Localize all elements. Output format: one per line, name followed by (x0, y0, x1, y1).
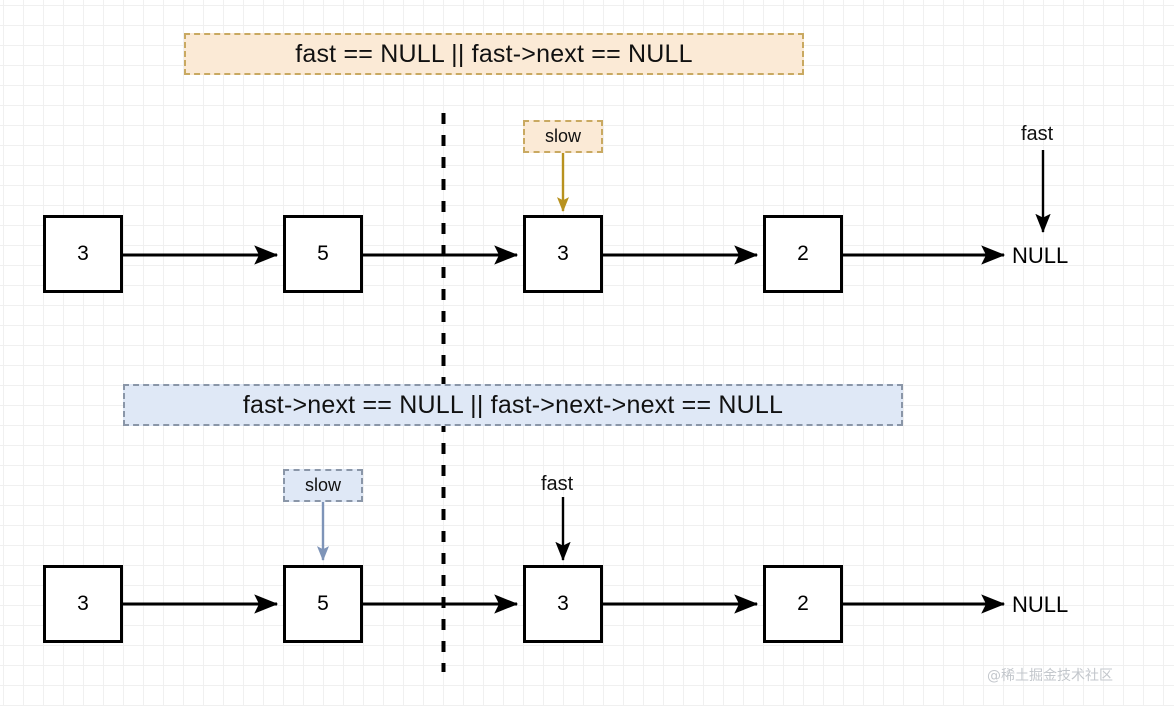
bottom-node-1-value: 3 (77, 592, 89, 615)
bottom-node-1: 3 (43, 565, 123, 643)
bottom-condition-banner: fast->next == NULL || fast->next->next =… (123, 384, 903, 426)
top-node-1-value: 3 (77, 242, 89, 265)
top-slow-pointer-tag: slow (523, 120, 603, 153)
top-node-1: 3 (43, 215, 123, 293)
bottom-slow-pointer-tag: slow (283, 469, 363, 502)
top-null-terminator: NULL (1012, 243, 1069, 268)
bottom-fast-pointer-label: fast (541, 473, 574, 495)
top-node-4-value: 2 (797, 242, 809, 265)
top-node-4: 2 (763, 215, 843, 293)
bottom-node-3-value: 3 (557, 592, 569, 615)
bottom-node-2: 5 (283, 565, 363, 643)
top-node-2-value: 5 (317, 242, 329, 265)
watermark: @稀土掘金技术社区 (987, 668, 1113, 684)
top-condition-banner: fast == NULL || fast->next == NULL (184, 33, 804, 75)
bottom-node-3: 3 (523, 565, 603, 643)
bottom-node-2-value: 5 (317, 592, 329, 615)
bottom-node-4: 2 (763, 565, 843, 643)
top-node-3-value: 3 (557, 242, 569, 265)
bottom-node-4-value: 2 (797, 592, 809, 615)
top-node-3: 3 (523, 215, 603, 293)
bottom-null-terminator: NULL (1012, 592, 1069, 617)
top-fast-pointer-label: fast (1021, 123, 1054, 145)
top-node-2: 5 (283, 215, 363, 293)
